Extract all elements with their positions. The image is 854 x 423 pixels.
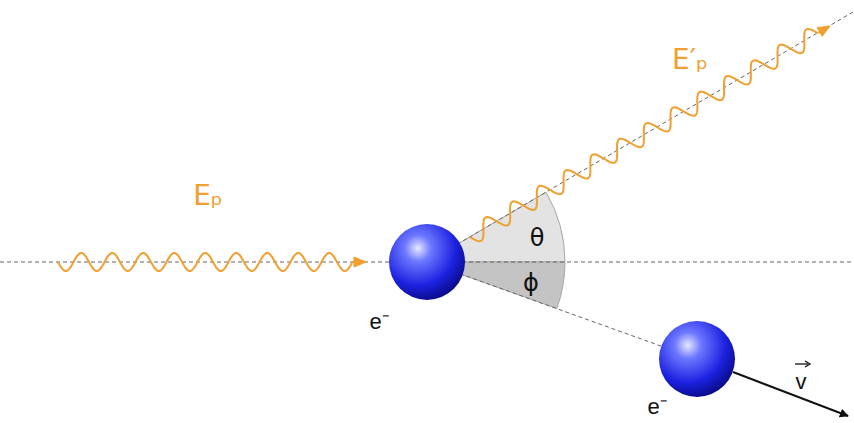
electron-label: e⁻ [647, 395, 666, 419]
electron [389, 224, 465, 300]
velocity-arrow [733, 372, 848, 416]
photon-wave [818, 31, 821, 33]
electron-path [427, 262, 697, 359]
vector-arrow [795, 363, 808, 364]
electron-label: e⁻ [369, 310, 388, 334]
velocity-label: v [796, 370, 807, 394]
photon-wave [470, 29, 818, 241]
electron [659, 321, 735, 397]
incident-photon-energy: Eₚ [193, 181, 223, 212]
arrowhead [817, 26, 830, 36]
photon-path [427, 12, 853, 262]
photon-wave [58, 253, 352, 271]
scattered-photon-energy: E′ₚ [672, 45, 708, 76]
scattering-angle: θ [530, 225, 545, 251]
recoil-angle: ϕ [523, 270, 539, 296]
vector-arrow [805, 361, 810, 367]
photon-wave [352, 261, 356, 263]
